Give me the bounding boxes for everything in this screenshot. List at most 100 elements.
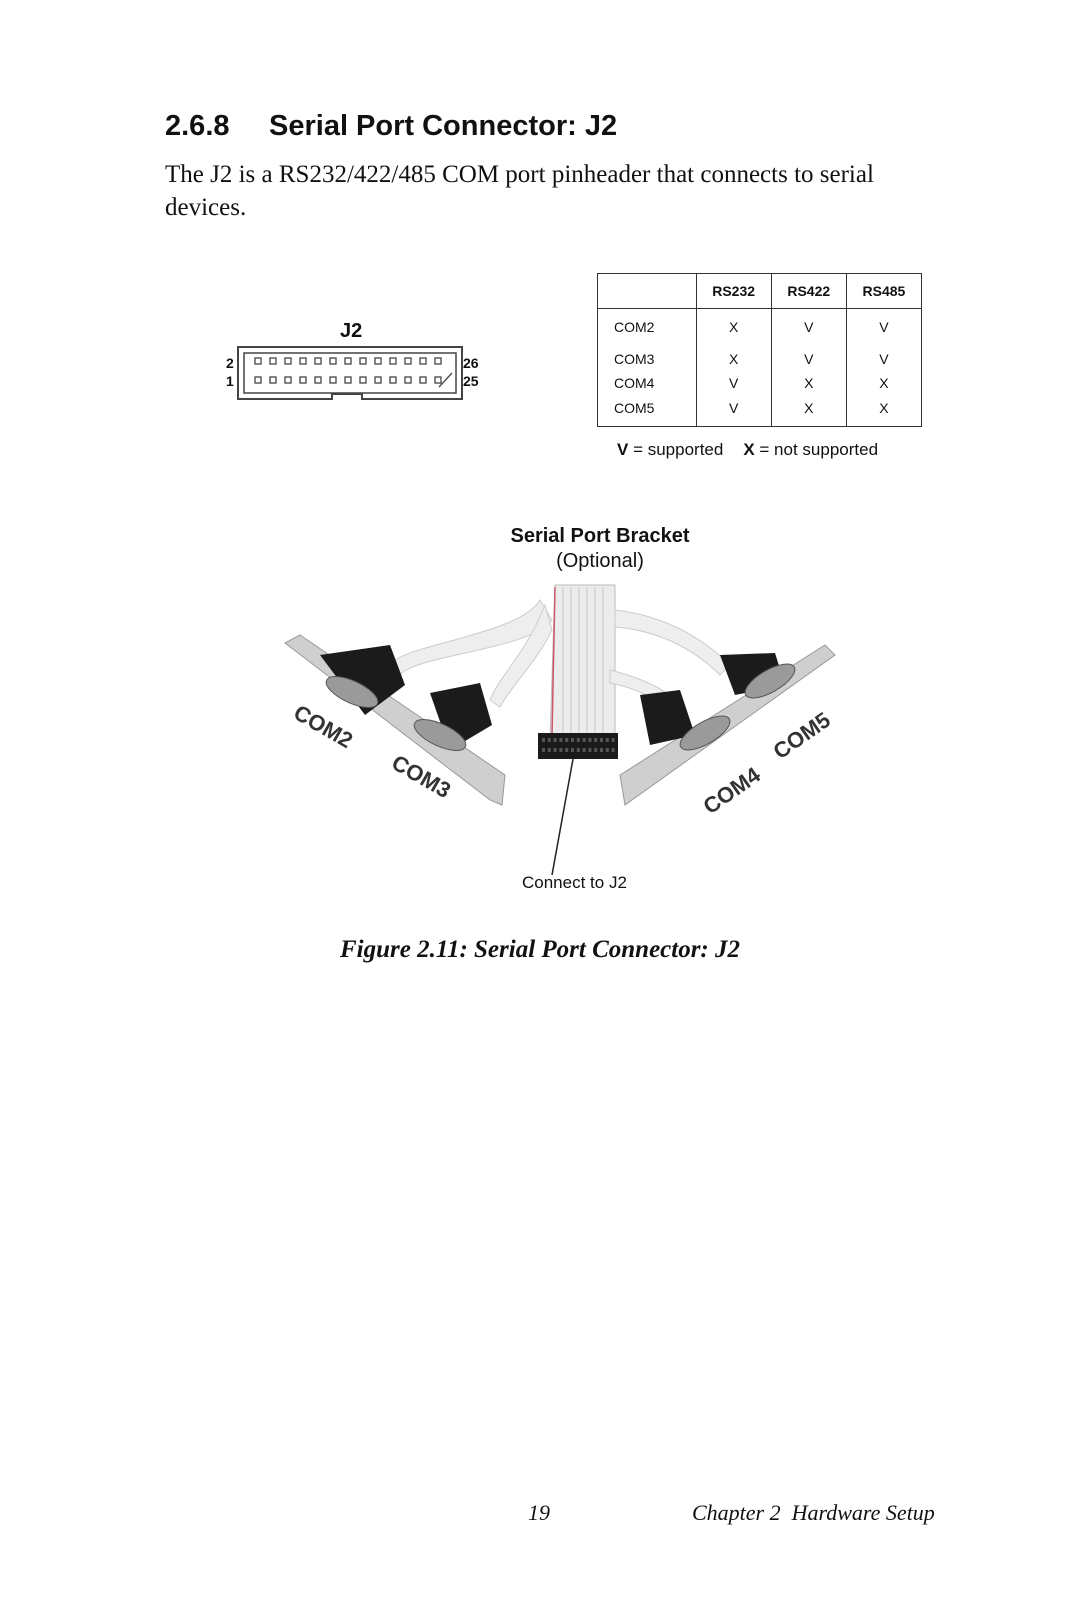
pin-label-26: 26: [463, 355, 479, 371]
table-cell: V: [879, 350, 889, 367]
table-cell: V: [728, 399, 739, 416]
section-title: Serial Port Connector: J2: [269, 110, 618, 142]
table-cell: X: [728, 319, 739, 335]
port-label-com4: COM4: [699, 762, 766, 819]
header-pin: [374, 357, 382, 365]
table-header-rs485: RS485: [845, 273, 922, 309]
idc-pin: [565, 748, 569, 752]
header-pin: [314, 357, 322, 365]
table-cell: X: [728, 350, 739, 367]
table-header-rs232: RS232: [695, 273, 772, 309]
section-number: 2.6.8: [165, 110, 230, 142]
page-number: 19: [528, 1500, 550, 1525]
figure-caption: Figure 2.11: Serial Port Connector: J2: [339, 936, 741, 963]
idc-pin: [553, 738, 557, 742]
table-cell-rs422: V V X X: [770, 308, 847, 427]
idc-pin: [571, 738, 574, 742]
header-pin: [374, 376, 382, 384]
table-cell: X: [879, 399, 889, 416]
header-pin: [254, 357, 262, 365]
j2-diagram-title: J2: [340, 320, 363, 342]
header-pin: [389, 357, 397, 365]
com-support-table: RS232 RS422 RS485 COM2 COM3 COM4 COM5 X …: [597, 273, 922, 427]
table-cell: V: [804, 350, 814, 367]
idc-pin: [542, 738, 545, 742]
idc-pin: [582, 748, 586, 752]
idc-pin: [605, 748, 609, 752]
header-pin: [314, 376, 322, 384]
idc-pin: [576, 748, 580, 752]
idc-pin: [559, 748, 563, 752]
header-pin: [284, 357, 292, 365]
idc-pin: [559, 738, 563, 742]
header-pin: [254, 376, 262, 384]
pin-label-1: 1: [226, 373, 234, 389]
idc-pin: [588, 748, 592, 752]
header-pin: [284, 376, 292, 384]
table-cell: V: [879, 319, 889, 335]
header-pin: [299, 376, 307, 384]
legend-v-text: = supported: [628, 440, 724, 459]
idc-pin: [576, 738, 580, 742]
table-cell: COM3: [614, 350, 655, 367]
header-pin: [359, 357, 367, 365]
table-header-rs422: RS422: [770, 273, 847, 309]
pin-label-25: 25: [463, 373, 479, 389]
idc-pin: [547, 748, 551, 752]
table-header-corner: [597, 273, 697, 309]
support-legend: V = supported X = not supported: [617, 440, 878, 460]
bracket-title: Serial Port Bracket: [510, 525, 690, 547]
header-pin: [419, 357, 427, 365]
header-pin: [434, 357, 442, 365]
table-cell-rs485: V V X X: [845, 308, 922, 427]
j2-pin-header: [237, 346, 463, 400]
table-cell: V: [728, 375, 739, 391]
header-pin: [344, 357, 352, 365]
table-cell: COM2: [614, 319, 655, 335]
header-pin: [434, 376, 442, 384]
idc-pin: [553, 748, 557, 752]
idc-pin: [605, 738, 609, 742]
idc-pin: [582, 738, 586, 742]
idc-pin: [600, 748, 603, 752]
table-cell-rs232: X X V V: [695, 308, 772, 427]
table-body-row: COM2 COM3 COM4 COM5 X X V V V V X X V V …: [598, 308, 922, 427]
pin-label-2: 2: [226, 355, 234, 371]
table-cell: COM5: [614, 399, 655, 416]
header-pin: [404, 357, 412, 365]
idc-pin: [611, 738, 615, 742]
header-pin: [269, 357, 277, 365]
header-pin: [329, 376, 337, 384]
legend-v-symbol: V: [617, 440, 629, 459]
table-cell: X: [879, 375, 889, 391]
header-pin: [389, 376, 397, 384]
section-heading: 2.6.8 Serial Port Connector: J2: [165, 110, 617, 143]
header-pin: [344, 376, 352, 384]
table-cell: X: [804, 399, 814, 416]
idc-pin: [611, 748, 615, 752]
header-pin: [329, 357, 337, 365]
idc-pin: [547, 738, 551, 742]
header-pin: [269, 376, 277, 384]
header-pin: [404, 376, 412, 384]
table-cell: X: [804, 375, 814, 391]
idc-pin: [600, 738, 603, 742]
idc-pin: [542, 748, 545, 752]
table-cell-port: COM2 COM3 COM4 COM5: [598, 309, 697, 427]
legend-x-text: = not supported: [754, 440, 879, 459]
port-label-com2: COM2: [290, 700, 358, 753]
idc-pin: [588, 738, 592, 742]
idc-pin: [594, 748, 598, 752]
section-body: The J2 is a RS232/422/485 COM port pinhe…: [165, 161, 874, 221]
header-pin: [419, 376, 427, 384]
port-label-com5: COM5: [769, 707, 835, 764]
idc-pin: [565, 738, 569, 742]
header-pin: [299, 357, 307, 365]
table-cell: COM4: [614, 375, 655, 391]
bracket-subtitle: (Optional): [556, 550, 644, 572]
legend-x-symbol: X: [743, 440, 755, 459]
table-header-row: RS232 RS422 RS485: [597, 273, 922, 309]
chapter-footer: Chapter 2 Hardware Setup: [692, 1500, 935, 1525]
connect-to-j2-label: Connect to J2: [522, 873, 627, 892]
header-pin: [359, 376, 367, 384]
